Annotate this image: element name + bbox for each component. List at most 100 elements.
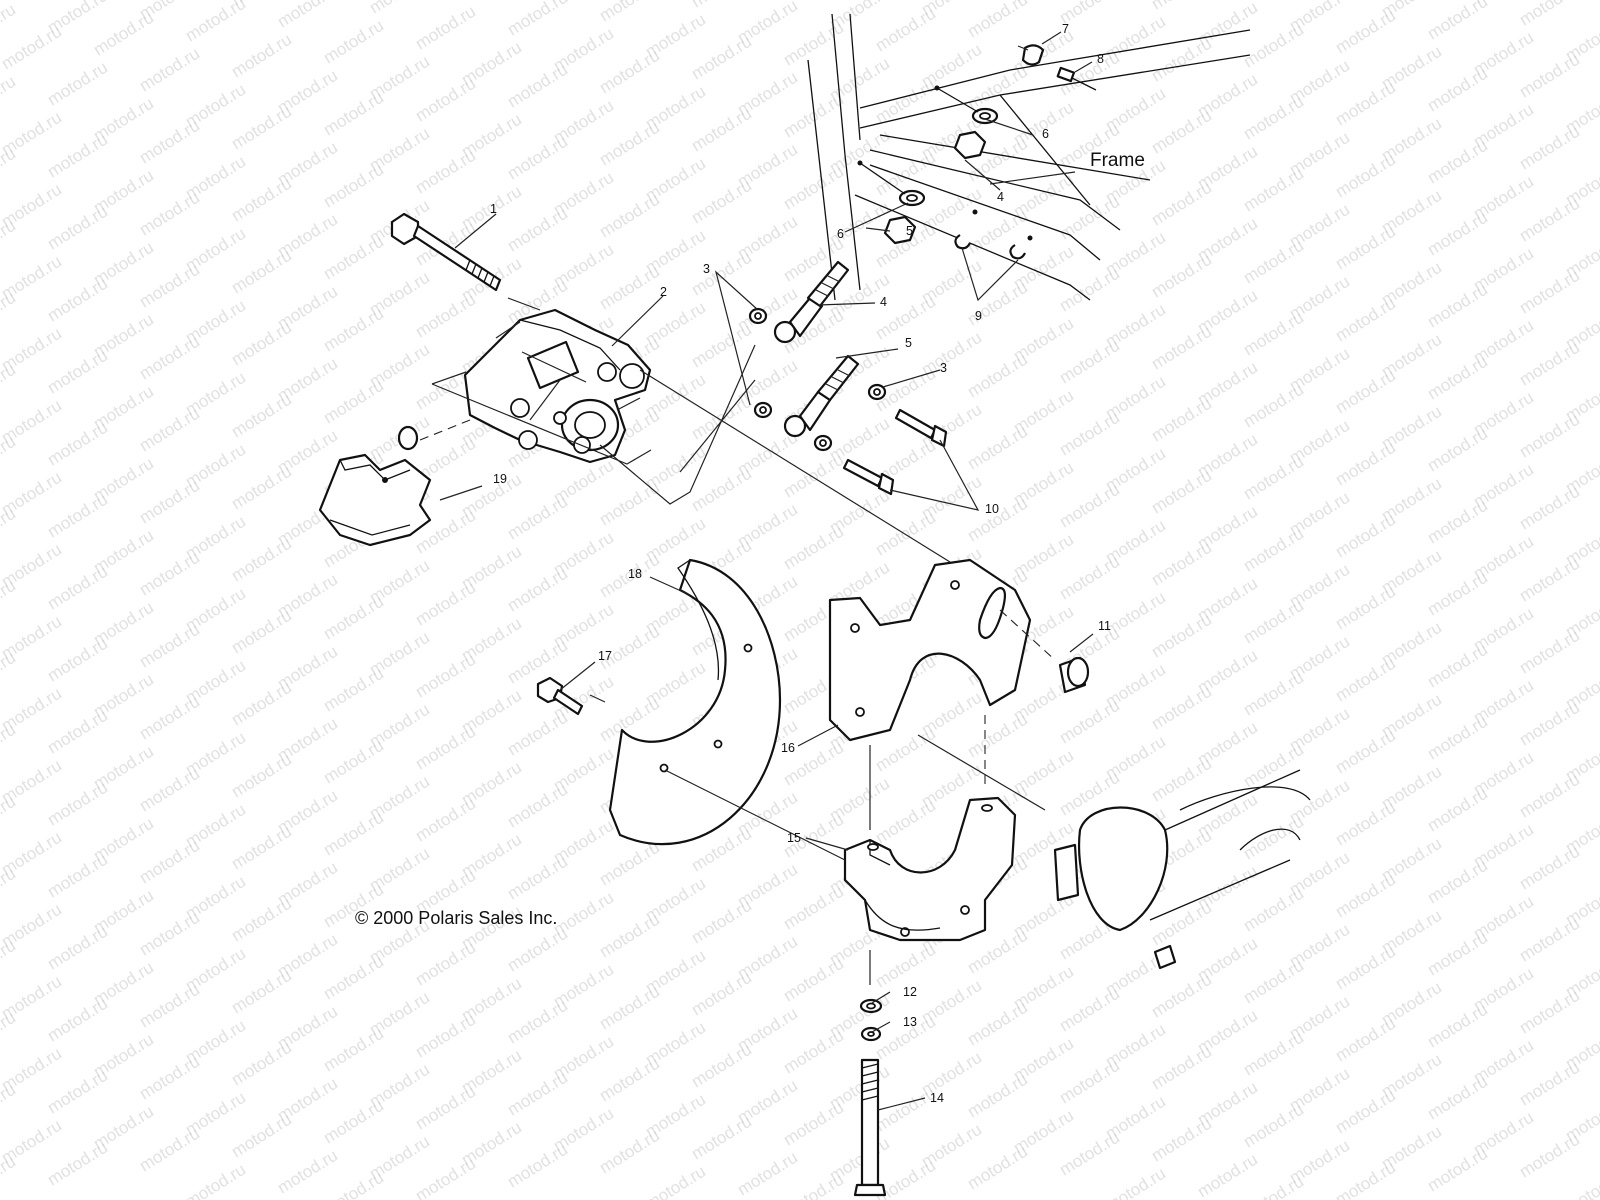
watermark-text: motod.ru	[1056, 984, 1123, 1036]
watermark-text: motod.ru	[964, 998, 1031, 1050]
watermark-text: motod.ru	[136, 116, 203, 168]
watermark-text: motod.ru	[1424, 496, 1491, 548]
watermark-text: motod.ru	[1516, 842, 1583, 894]
brake-pad-item-19	[318, 425, 432, 547]
watermark-text: motod.ru	[274, 0, 341, 31]
watermark-text: motod.ru	[1240, 524, 1307, 576]
watermark-text: motod.ru	[44, 634, 111, 686]
callout-3-right: 3	[940, 361, 947, 375]
watermark-text: motod.ru	[1056, 480, 1123, 532]
watermark-text: motod.ru	[1332, 798, 1399, 850]
callout-6-upper: 6	[1042, 127, 1049, 141]
watermark-text: motod.ru	[504, 636, 571, 688]
watermark-text: motod.ru	[320, 1024, 387, 1076]
watermark-text: motod.ru	[964, 0, 1031, 41]
watermark-text: motod.ru	[688, 32, 755, 84]
watermark-text: motod.ru	[1332, 294, 1399, 346]
watermark-text: motod.ru	[412, 938, 479, 990]
watermark-text: motod.ru	[688, 968, 755, 1020]
watermark-text: motod.ru	[1516, 122, 1583, 174]
callout-2: 2	[660, 285, 667, 299]
watermark-text: motod.ru	[320, 376, 387, 428]
watermark-text: motod.ru	[1424, 1072, 1491, 1124]
watermark-text: motod.ru	[1516, 482, 1583, 534]
watermark-text: motod.ru	[44, 562, 111, 614]
watermark-text: motod.ru	[1240, 452, 1307, 504]
watermark-text: motod.ru	[1516, 410, 1583, 462]
watermark-text: motod.ru	[228, 462, 295, 514]
watermark-text: motod.ru	[504, 204, 571, 256]
watermark-text: motod.ru	[136, 548, 203, 600]
watermark-text: motod.ru	[1332, 582, 1399, 634]
watermark-text: motod.ru	[1240, 956, 1307, 1008]
callout-11: 11	[1098, 619, 1111, 633]
watermark-text: motod.ru	[780, 450, 847, 502]
callout-8: 8	[1097, 52, 1104, 66]
watermark-text: motod.ru	[1562, 1166, 1600, 1200]
watermark-text: motod.ru	[596, 982, 663, 1034]
watermark-text: motod.ru	[504, 780, 571, 832]
watermark-text: motod.ru	[136, 476, 203, 528]
callout-5-frame: 5	[906, 224, 913, 238]
watermark-text: motod.ru	[1424, 352, 1491, 404]
callout-10: 10	[985, 502, 999, 516]
watermark-text: motod.ru	[872, 4, 939, 56]
watermark-text: motod.ru	[780, 1026, 847, 1078]
watermark-text: motod.ru	[228, 966, 295, 1018]
watermark-text: motod.ru	[504, 60, 571, 112]
callout-3-upper: 3	[703, 262, 710, 276]
watermark-text: motod.ru	[1240, 236, 1307, 288]
watermark-text: motod.ru	[228, 678, 295, 730]
watermark-text: motod.ru	[1240, 1172, 1307, 1200]
watermark-text: motod.ru	[274, 1146, 341, 1198]
watermark-text: motod.ru	[136, 764, 203, 816]
watermark-text: motod.ru	[136, 1052, 203, 1104]
watermark-text: motod.ru	[1424, 568, 1491, 620]
watermark-text: motod.ru	[1240, 812, 1307, 864]
frame-label: Frame	[1090, 150, 1145, 171]
watermark-text: motod.ru	[44, 58, 111, 110]
watermark-text: motod.ru	[1332, 510, 1399, 562]
watermark-text: motod.ru	[1332, 1086, 1399, 1138]
watermark-text: motod.ru	[1240, 740, 1307, 792]
watermark-text: motod.ru	[596, 478, 663, 530]
watermark-text: motod.ru	[1240, 308, 1307, 360]
callout-14: 14	[930, 1091, 944, 1105]
watermark-text: motod.ru	[688, 104, 755, 156]
cable-linkage-parts	[748, 260, 948, 496]
watermark-text: motod.ru	[44, 1138, 111, 1190]
watermark-text: motod.ru	[1056, 336, 1123, 388]
watermark-text: motod.ru	[1056, 264, 1123, 316]
watermark-text: motod.ru	[1102, 1164, 1169, 1200]
watermark-text: motod.ru	[504, 492, 571, 544]
watermark-text: motod.ru	[1194, 1150, 1261, 1200]
watermark-text: motod.ru	[688, 320, 755, 372]
watermark-text: motod.ru	[44, 490, 111, 542]
watermark-text: motod.ru	[504, 564, 571, 616]
watermark-text: motod.ru	[1516, 770, 1583, 822]
watermark-text: motod.ru	[964, 1070, 1031, 1122]
callout-19: 19	[493, 472, 507, 486]
watermark-text: motod.ru	[44, 994, 111, 1046]
callout-7: 7	[1062, 22, 1069, 36]
watermark-text: motod.ru	[320, 952, 387, 1004]
watermark-text: motod.ru	[1148, 610, 1215, 662]
watermark-text: motod.ru	[596, 838, 663, 890]
watermark-text: motod.ru	[596, 0, 663, 25]
callout-9: 9	[975, 309, 982, 323]
watermark-text: motod.ru	[1240, 596, 1307, 648]
callout-labels: 1 2 3 3 4 4 5 5 6 6 7 8 9 10 11 12 13 14…	[490, 22, 1111, 1105]
watermark-text: motod.ru	[44, 346, 111, 398]
watermark-text: motod.ru	[1240, 92, 1307, 144]
rotor-shield-item-18	[608, 558, 782, 846]
watermark-text: motod.ru	[964, 422, 1031, 474]
watermark-text: motod.ru	[1148, 466, 1215, 518]
bushing-item-11	[1058, 656, 1090, 694]
watermark-text: motod.ru	[688, 176, 755, 228]
watermark-text: motod.ru	[182, 1160, 249, 1200]
watermark-text: motod.ru	[1516, 1058, 1583, 1110]
watermark-text: motod.ru	[1148, 1042, 1215, 1094]
watermark-text: motod.ru	[320, 592, 387, 644]
watermark-text: motod.ru	[1056, 1056, 1123, 1108]
